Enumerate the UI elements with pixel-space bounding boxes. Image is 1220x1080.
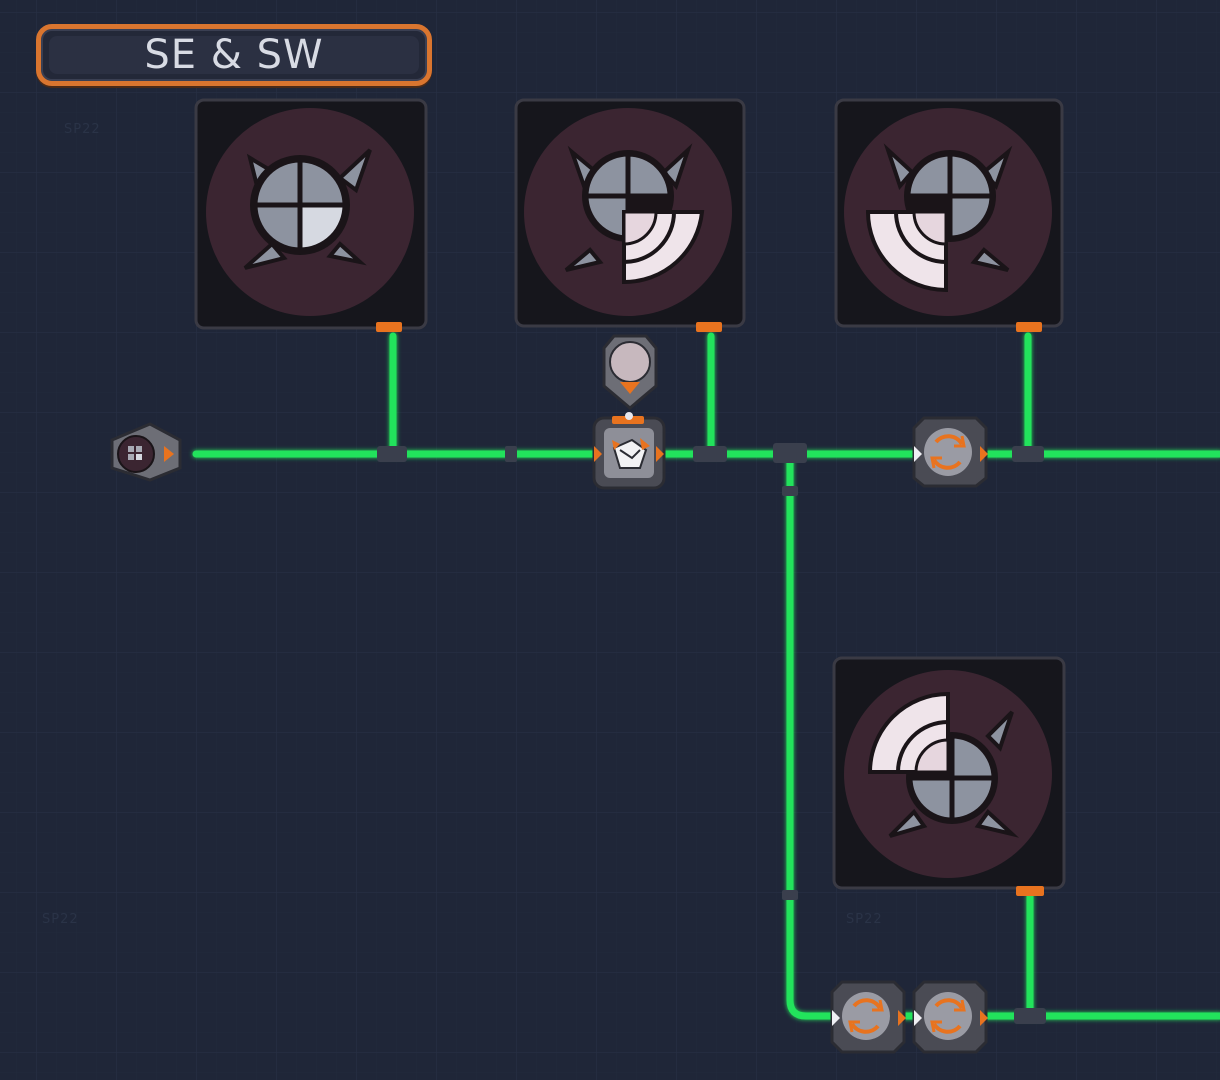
paint-input[interactable] [602, 334, 658, 420]
rotate-icon [930, 998, 966, 1034]
title-sign[interactable]: SE & SW [36, 24, 432, 86]
circle-sw-quarter-icon [865, 143, 1013, 293]
rotator-1[interactable] [912, 416, 988, 488]
grid-label: SP22 [64, 122, 101, 137]
rotate-icon [930, 434, 966, 470]
belt-branch-down [786, 450, 1220, 1020]
rotate-icon [848, 998, 884, 1034]
circle-full-hole-quarter-icon [243, 148, 372, 270]
grid-label: SP22 [42, 912, 79, 927]
rotator-2[interactable] [830, 980, 906, 1054]
display-top-right[interactable] [834, 98, 1064, 332]
shape-source-icon [128, 446, 142, 460]
circle-nw-quarter-icon [867, 691, 1019, 838]
grid-label: SP22 [846, 912, 883, 927]
shape-source[interactable] [110, 422, 182, 482]
display-top-mid[interactable] [514, 98, 746, 332]
display-bottom[interactable] [832, 656, 1066, 896]
belt-joints [377, 443, 1046, 1024]
sign-title: SE & SW [144, 32, 324, 78]
display-top-left[interactable] [194, 98, 428, 332]
circle-se-quarter-icon [564, 143, 705, 285]
title-sign-panel: SE & SW [49, 32, 419, 78]
quarter-cutter[interactable] [592, 416, 666, 490]
rotator-3[interactable] [912, 980, 988, 1054]
quarter-cutter-icon [612, 438, 650, 469]
paint-input-icon [620, 382, 640, 394]
